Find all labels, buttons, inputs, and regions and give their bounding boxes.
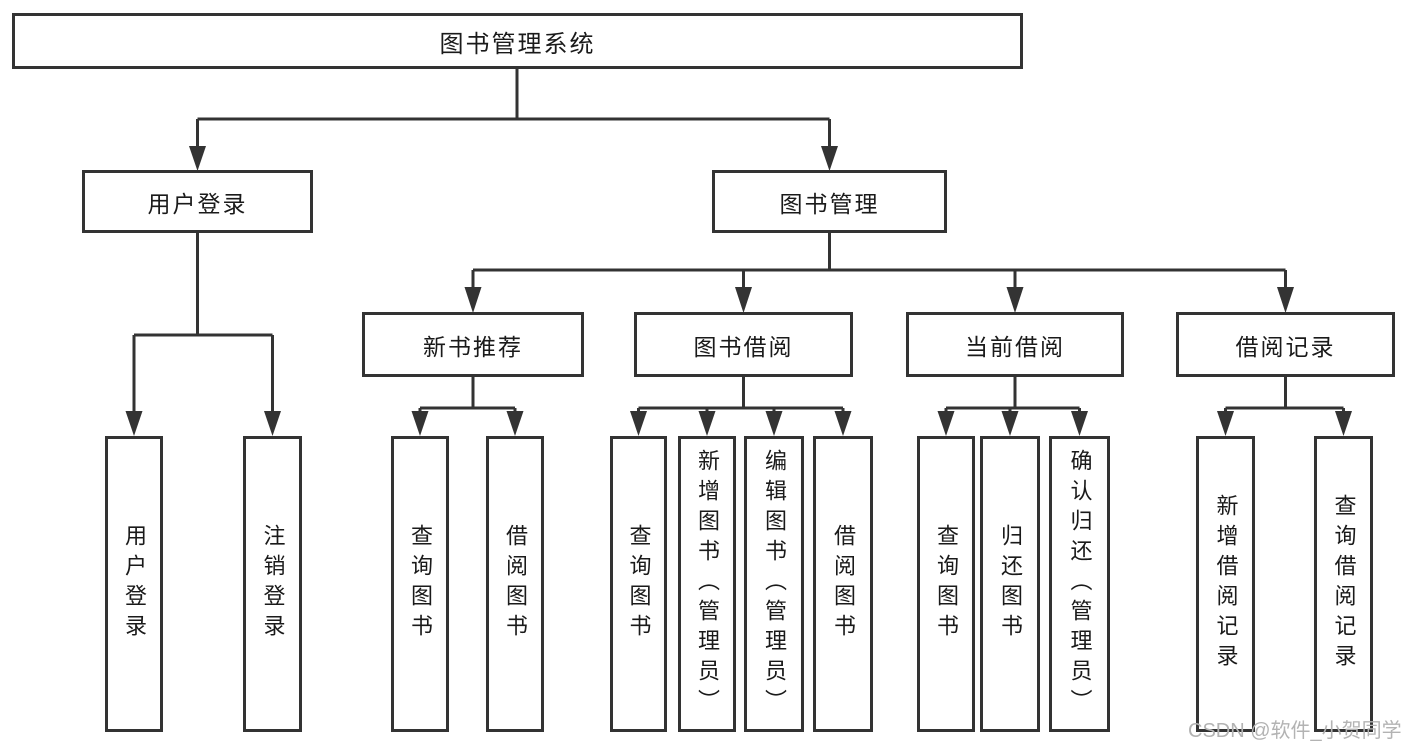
node-borrow-books-recommend: 借阅图书: [486, 436, 544, 732]
node-user-login-branch: 用户登录: [82, 170, 313, 233]
node-book-borrowing: 图书借阅: [634, 312, 853, 377]
node-borrow-books-borrowing: 借阅图书: [813, 436, 873, 732]
node-query-borrowing-record: 查询借阅记录: [1314, 436, 1373, 732]
node-root-system: 图书管理系统: [12, 13, 1023, 69]
arrowheads: [125, 146, 1352, 436]
node-query-books-borrowing: 查询图书: [610, 436, 667, 732]
node-current-borrowing: 当前借阅: [906, 312, 1124, 377]
node-logout: 注销登录: [243, 436, 302, 732]
node-query-books-recommend: 查询图书: [391, 436, 449, 732]
node-edit-books-admin: 编辑图书（管理员）: [744, 436, 804, 732]
node-book-management: 图书管理: [712, 170, 947, 233]
node-query-books-current: 查询图书: [917, 436, 975, 732]
csdn-watermark: CSDN @软件_小贺同学: [1188, 720, 1402, 742]
node-add-borrowing-record: 新增借阅记录: [1196, 436, 1255, 732]
node-new-book-recommend: 新书推荐: [362, 312, 584, 377]
node-borrowing-records: 借阅记录: [1176, 312, 1395, 377]
node-return-books: 归还图书: [980, 436, 1040, 732]
node-add-books-admin: 新增图书（管理员）: [678, 436, 736, 732]
node-confirm-return-admin: 确认归还（管理员）: [1049, 436, 1110, 732]
node-user-login-action: 用户登录: [105, 436, 163, 732]
